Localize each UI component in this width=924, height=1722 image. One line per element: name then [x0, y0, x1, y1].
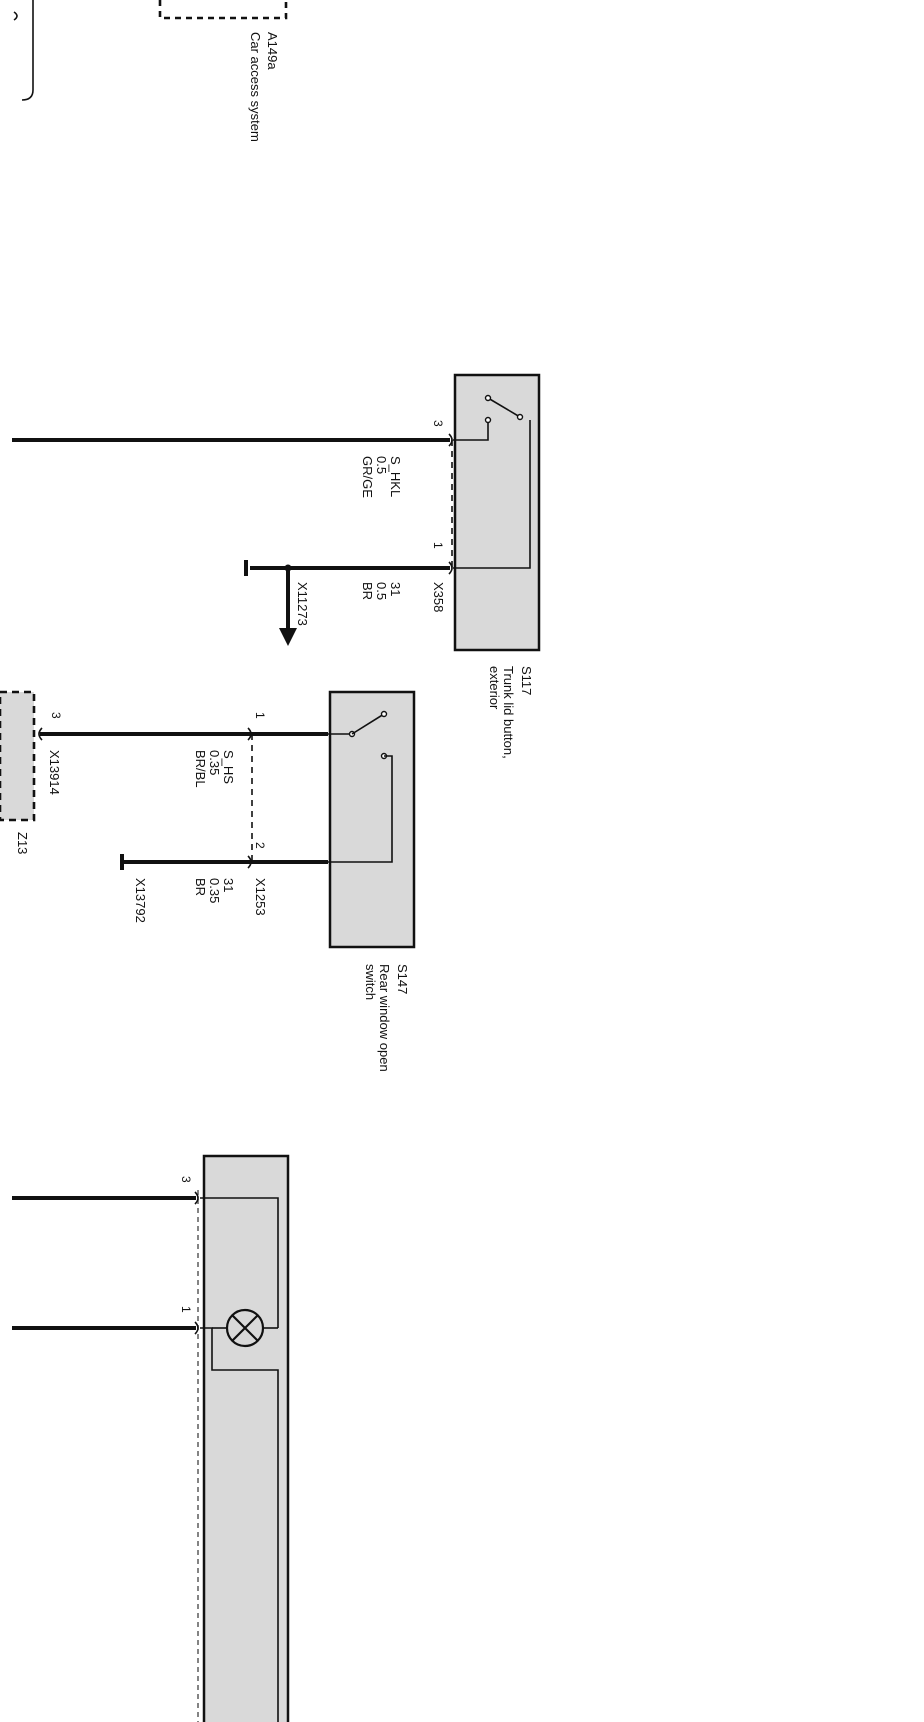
s147-rear-window-open-switch: 1 2 X1253 S147 Rear window open switch [251, 690, 416, 1072]
a149a-car-access-system: A149a Car access system [158, 0, 288, 142]
lamp-pin1-label: 1 [179, 1306, 193, 1313]
s117-name-line1: Trunk lid button, [501, 666, 516, 759]
s147-id-label: S147 [395, 964, 410, 994]
wire-lamp-pin1 [12, 1321, 199, 1335]
s117-id-label: S117 [519, 666, 534, 695]
wire-s-hkl: S_HKL 0.5 GR/GE [12, 433, 453, 498]
s117-pin3-label: 3 [431, 420, 445, 427]
s147-name-line1: Rear window open [377, 964, 392, 1072]
wire-s-hkl-signal: S_HKL [388, 456, 403, 497]
wire-s-hkl-gauge: 0.5 [374, 456, 389, 474]
s147-name-line2: switch [363, 964, 378, 1000]
s147-connector-label: X1253 [253, 878, 268, 916]
wire-s-hkl-color: GR/GE [360, 456, 375, 498]
a149a-name-label: Car access system [248, 32, 263, 142]
s147-pin2-label: 2 [253, 842, 267, 849]
wire-s117-ground-signal: 31 [388, 582, 403, 596]
z13-component: 3 X13914 Z13 [0, 690, 63, 854]
wire-s147-ground-color: BR [193, 878, 208, 896]
s117-connector-label: X358 [431, 582, 446, 612]
lamp-pin3-label: 3 [179, 1176, 193, 1183]
top-left-bracket [13, 0, 34, 101]
wire-s147-ground-signal: 31 [221, 878, 236, 892]
wire-s-hs-signal: S_HS [221, 750, 236, 784]
wire-s147-ground: 31 0.35 BR X13792 [120, 854, 328, 923]
ground-point-x13792: X13792 [133, 878, 148, 923]
wire-s147-ground-gauge: 0.35 [207, 878, 222, 903]
wire-s117-ground: 31 0.5 BR X11273 [244, 560, 453, 646]
z13-id-label: Z13 [15, 832, 30, 854]
ground-point-x11273: X11273 [295, 582, 310, 626]
wire-s-hs-color: BR/BL [193, 750, 208, 788]
a149a-id-label: A149a [265, 32, 280, 70]
wire-s-hs: S_HS 0.35 BR/BL [38, 727, 328, 788]
z13-connector-label: X13914 [47, 750, 62, 795]
s117-pin1-label: 1 [431, 542, 445, 549]
lamp-module: 3 1 [179, 1154, 290, 1722]
wire-s-hs-gauge: 0.35 [207, 750, 222, 775]
wire-s117-ground-gauge: 0.5 [374, 582, 389, 600]
s117-name-line2: exterior [487, 666, 502, 710]
wire-s117-ground-color: BR [360, 582, 375, 600]
s147-pin1-label: 1 [253, 712, 267, 719]
s117-trunk-lid-button: 3 1 X358 S117 Trunk lid button, exterior [431, 373, 541, 759]
lamp-symbol-icon [212, 1308, 278, 1348]
z13-pin3-label: 3 [49, 712, 63, 719]
wire-lamp-pin3 [12, 1191, 199, 1205]
